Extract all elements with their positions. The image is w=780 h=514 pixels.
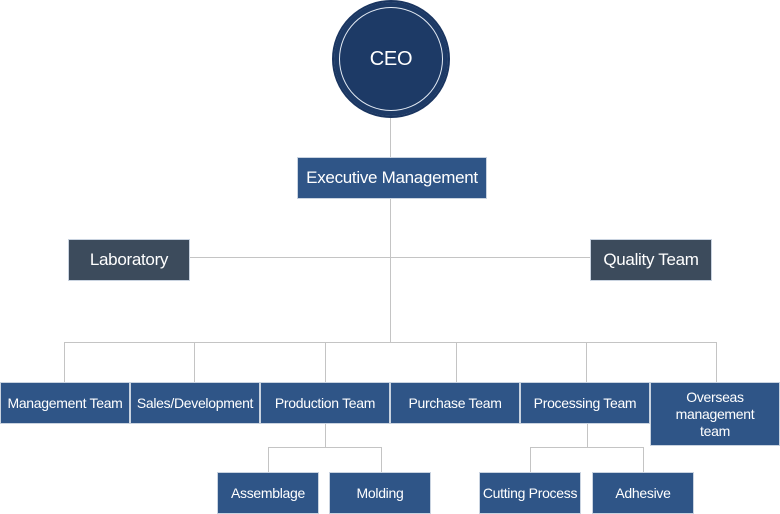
production-team-node: Production Team [260, 382, 390, 424]
laboratory-label: Laboratory [89, 250, 169, 269]
overseas-management-team-label: Overseas management team [675, 388, 755, 439]
processing-team-label: Processing Team [533, 395, 637, 411]
purchase-team-node: Purchase Team [390, 382, 520, 424]
assemblage-node: Assemblage [217, 472, 319, 514]
cutting-process-label: Cutting Process [482, 485, 578, 501]
executive-management-node: Executive Management [297, 157, 487, 199]
sales-development-node: Sales/Development [130, 382, 260, 424]
processing-team-node: Processing Team [520, 382, 650, 424]
adhesive-node: Adhesive [592, 472, 694, 514]
quality-team-label: Quality Team [603, 250, 699, 269]
molding-label: Molding [356, 485, 404, 501]
assemblage-label: Assemblage [230, 485, 306, 501]
ceo-label: CEO [369, 47, 413, 70]
overseas-management-team-node: Overseas management team [650, 382, 780, 446]
sales-development-label: Sales/Development [136, 395, 254, 411]
management-team-node: Management Team [0, 382, 130, 424]
ceo-node: CEO [332, 0, 450, 118]
laboratory-node: Laboratory [68, 239, 190, 281]
cutting-process-node: Cutting Process [479, 472, 581, 514]
adhesive-label: Adhesive [615, 485, 671, 501]
molding-node: Molding [329, 472, 431, 514]
management-team-label: Management Team [7, 395, 123, 411]
quality-team-node: Quality Team [590, 239, 712, 281]
purchase-team-label: Purchase Team [408, 395, 502, 411]
production-team-label: Production Team [274, 395, 376, 411]
executive-management-label: Executive Management [306, 168, 478, 187]
